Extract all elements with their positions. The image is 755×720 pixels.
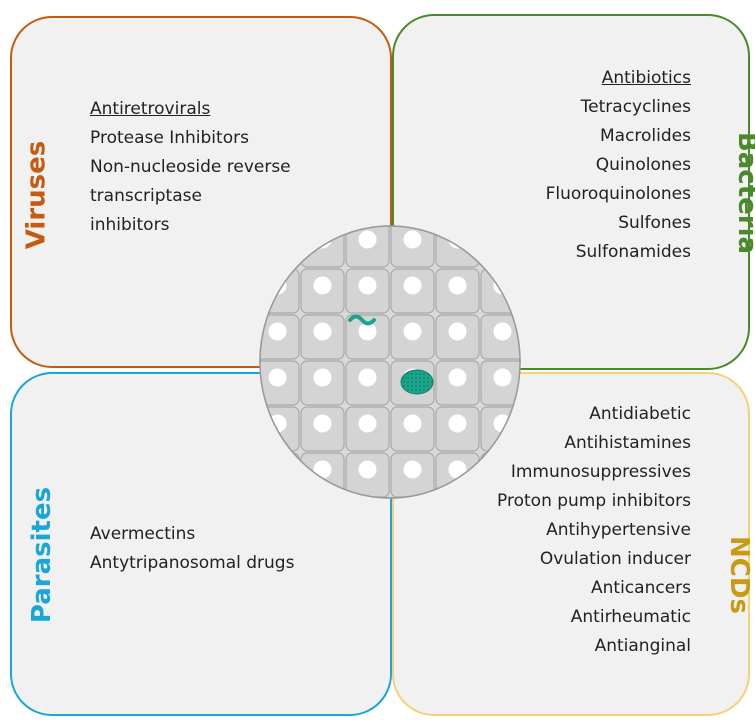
cell-nucleus bbox=[268, 460, 287, 479]
list-item: Macrolides bbox=[599, 126, 691, 146]
list-item: Tetracyclines bbox=[580, 97, 691, 117]
cell-nucleus bbox=[448, 414, 467, 433]
list-item: transcriptase bbox=[90, 186, 202, 206]
cell bbox=[436, 499, 479, 500]
list-item: inhibitors bbox=[90, 215, 170, 235]
antibiotics-header: Antibiotics bbox=[601, 68, 691, 88]
cell bbox=[301, 499, 344, 500]
cell bbox=[391, 499, 434, 500]
cell-nucleus bbox=[448, 368, 467, 387]
cell-nucleus bbox=[313, 276, 332, 295]
cell-nucleus bbox=[493, 368, 512, 387]
list-item: Non-nucleoside reverse bbox=[90, 157, 291, 177]
cell-nucleus bbox=[403, 322, 422, 341]
cell bbox=[481, 499, 522, 500]
list-item: Antidiabetic bbox=[589, 404, 691, 424]
cell-nucleus bbox=[493, 460, 512, 479]
list-item: Antytripanosomal drugs bbox=[90, 553, 295, 573]
cell-nucleus bbox=[493, 322, 512, 341]
list-item: Antianginal bbox=[594, 636, 691, 656]
cell bbox=[260, 452, 300, 498]
cell-nucleus bbox=[268, 368, 287, 387]
list-item: Fluoroquinolones bbox=[545, 184, 691, 204]
cell-nucleus bbox=[493, 276, 512, 295]
list-item: Sulfones bbox=[618, 213, 691, 233]
cell-nucleus bbox=[403, 276, 422, 295]
cell-nucleus bbox=[403, 414, 422, 433]
cell bbox=[480, 226, 520, 268]
cell-nucleus bbox=[313, 322, 332, 341]
cell-nucleus bbox=[358, 230, 377, 249]
list-item: Avermectins bbox=[90, 524, 196, 544]
cell bbox=[260, 226, 300, 268]
viruses-drug-list: Antiretrovirals Protease Inhibitors Non-… bbox=[90, 95, 291, 240]
cell-nucleus bbox=[268, 276, 287, 295]
cell-nucleus bbox=[313, 460, 332, 479]
cell-nucleus bbox=[358, 414, 377, 433]
list-item: Antirheumatic bbox=[570, 607, 691, 627]
list-item: Ovulation inducer bbox=[539, 549, 691, 569]
list-item: Sulfonamides bbox=[575, 242, 691, 262]
cell-nucleus bbox=[403, 230, 422, 249]
list-item: Antihistamines bbox=[564, 433, 691, 453]
epithelial-cell-disc bbox=[258, 225, 522, 500]
protozoan-icon bbox=[400, 369, 434, 395]
list-item: Proton pump inhibitors bbox=[497, 491, 691, 511]
cell-nucleus bbox=[358, 368, 377, 387]
list-item: Anticancers bbox=[591, 578, 691, 598]
cell-nucleus bbox=[448, 322, 467, 341]
cell-nucleus bbox=[313, 368, 332, 387]
ncds-drug-list: Antidiabetic Antihistamines Immunosuppre… bbox=[497, 400, 691, 661]
cell-nucleus bbox=[448, 276, 467, 295]
parasites-title: Parasites bbox=[27, 486, 58, 624]
cell-nucleus bbox=[358, 460, 377, 479]
list-item: Immunosuppressives bbox=[510, 462, 691, 482]
parasites-drug-list: Avermectins Antytripanosomal drugs bbox=[90, 520, 294, 578]
list-item: Quinolones bbox=[595, 155, 691, 175]
list-item: Protease Inhibitors bbox=[90, 128, 249, 148]
cell-nucleus bbox=[268, 230, 287, 249]
cell-nucleus bbox=[358, 322, 377, 341]
cell-nucleus bbox=[313, 414, 332, 433]
cell-nucleus bbox=[448, 460, 467, 479]
cell bbox=[480, 452, 520, 498]
bacteria-title: Bacteria bbox=[732, 131, 755, 255]
cell bbox=[346, 499, 389, 500]
cell-nucleus bbox=[403, 460, 422, 479]
viruses-title: Viruses bbox=[21, 140, 52, 250]
cell bbox=[258, 499, 299, 500]
antiretrovirals-header: Antiretrovirals bbox=[90, 99, 211, 119]
cell-nucleus bbox=[493, 230, 512, 249]
cell-nucleus bbox=[268, 322, 287, 341]
list-item: Antihypertensive bbox=[546, 520, 691, 540]
spirochete-icon bbox=[348, 314, 376, 326]
bacteria-drug-list: Antibiotics Tetracyclines Macrolides Qui… bbox=[546, 64, 691, 267]
cell-nucleus bbox=[358, 276, 377, 295]
ncds-title: NCDs bbox=[723, 536, 754, 614]
